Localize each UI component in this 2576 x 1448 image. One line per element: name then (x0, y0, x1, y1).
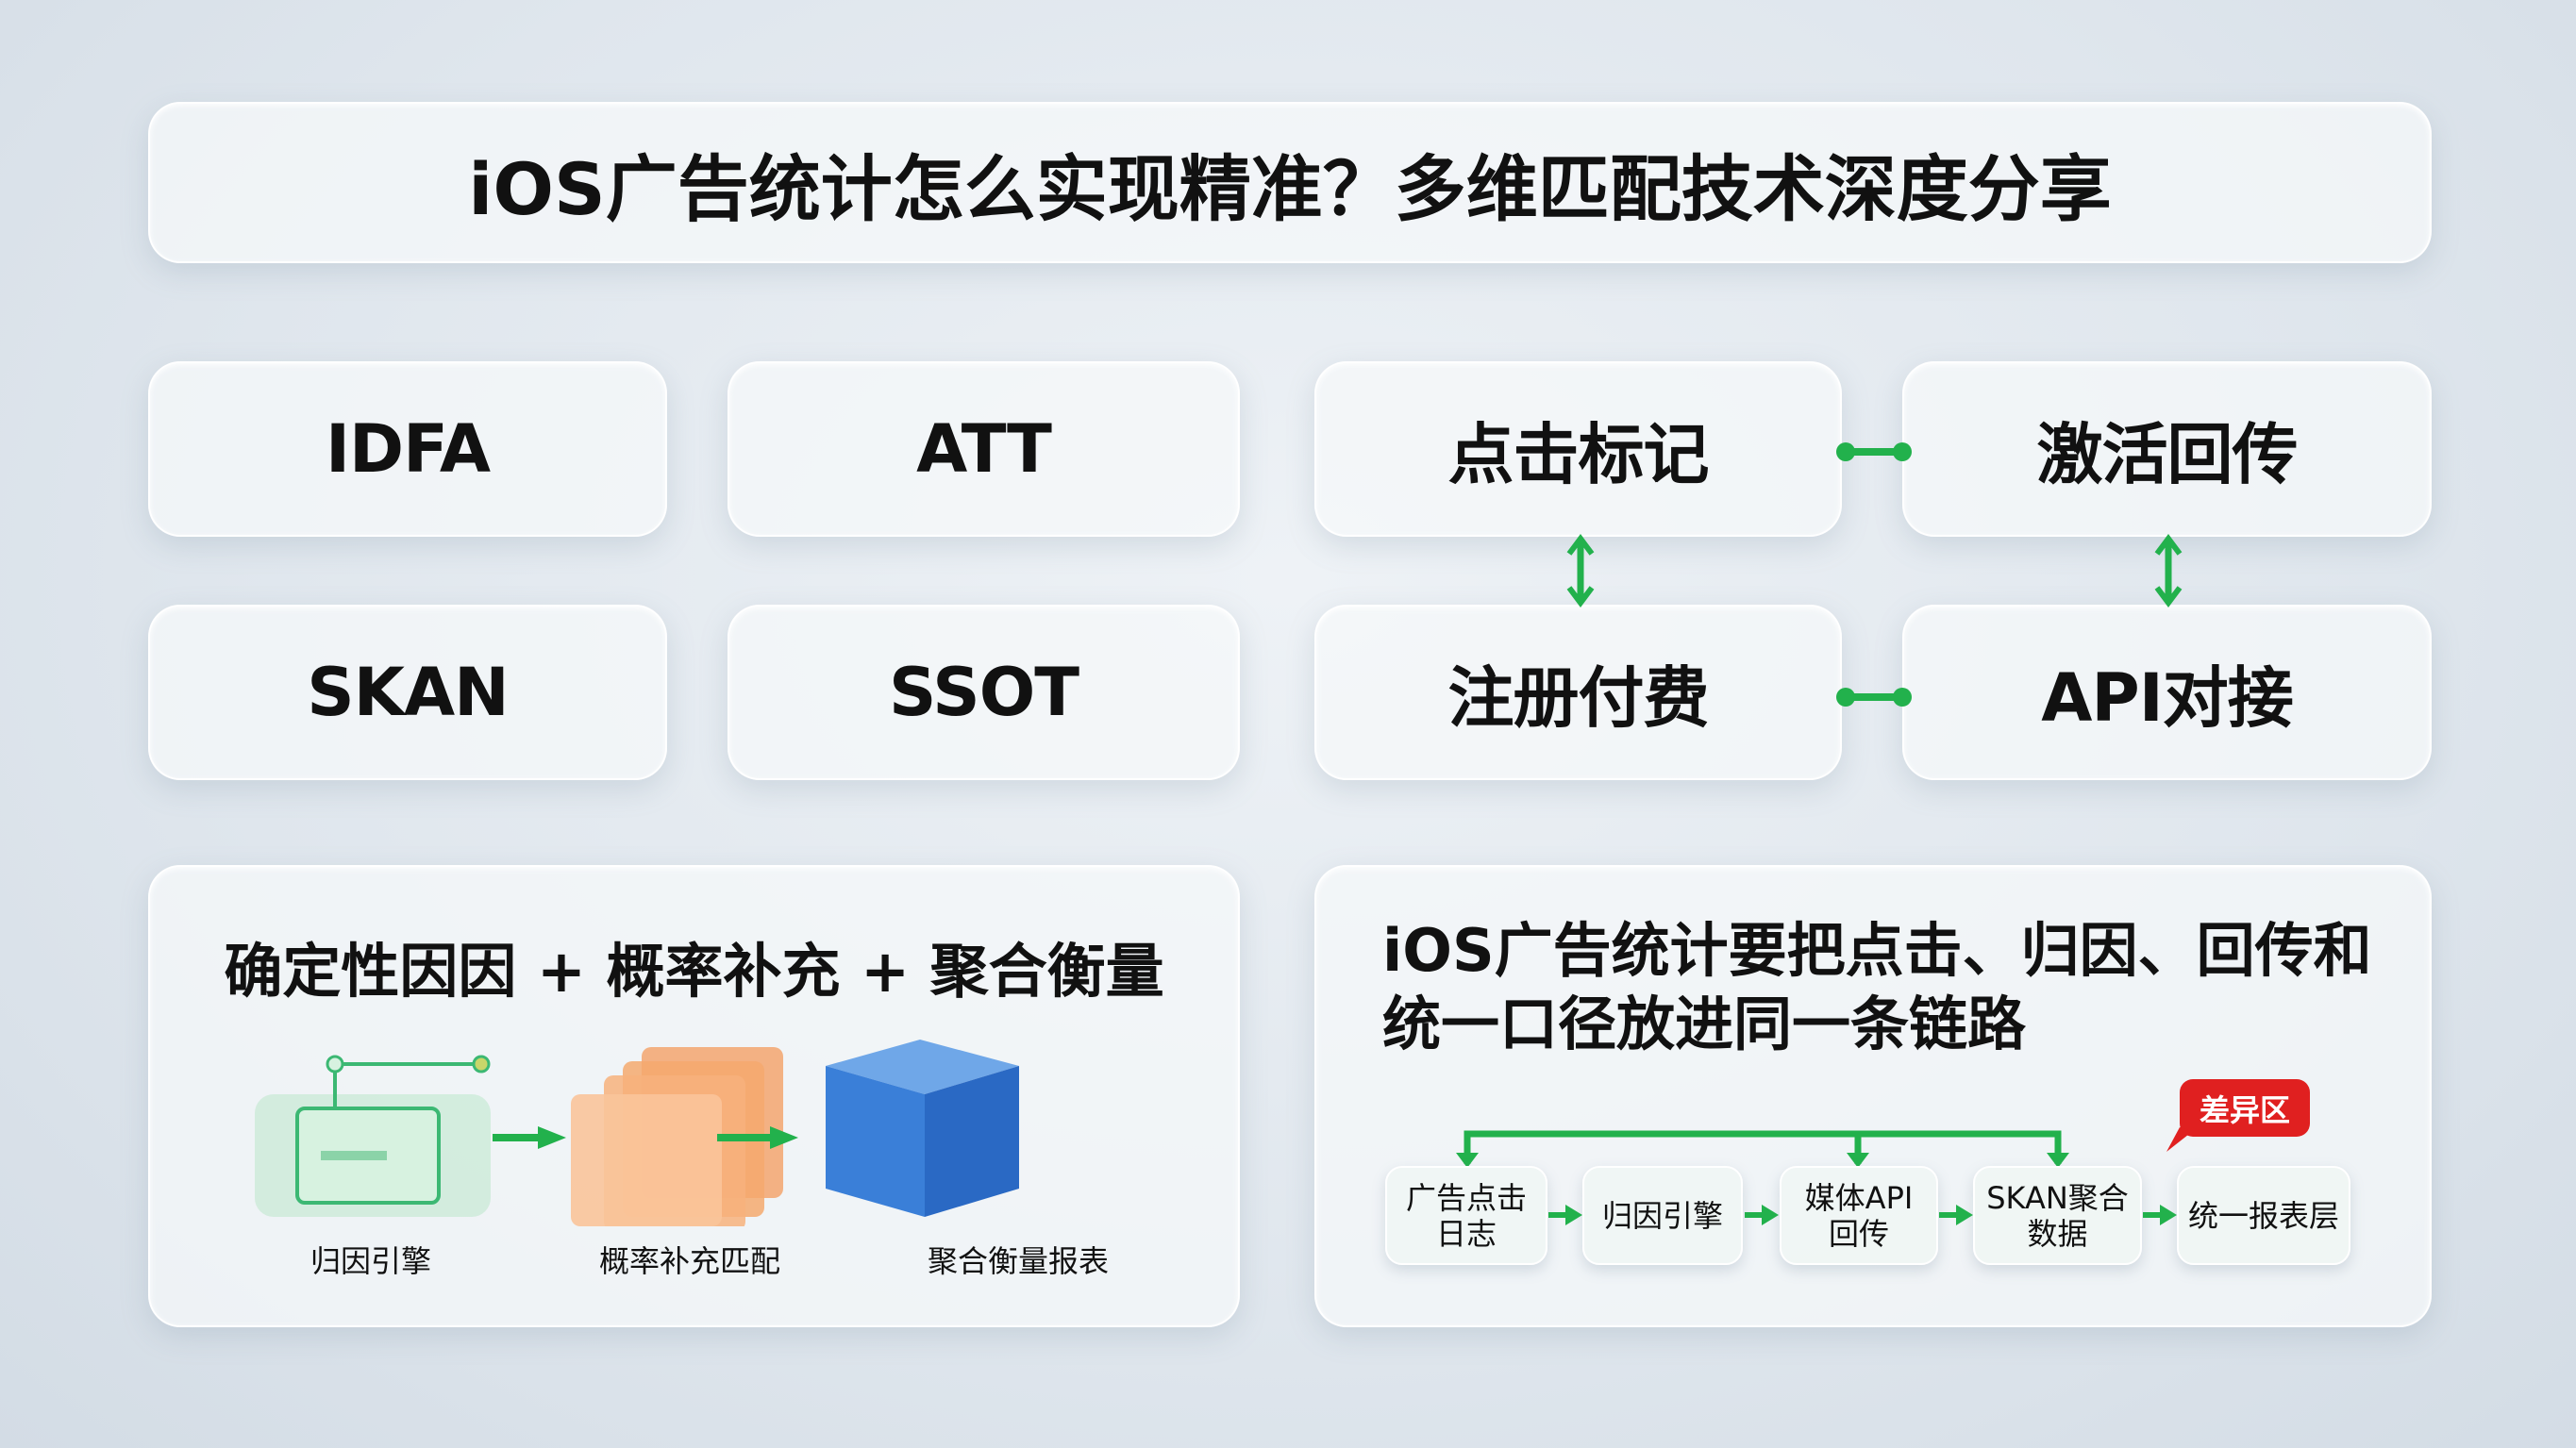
arrow-right-icon (2143, 1205, 2177, 1225)
feedback-bracket (1456, 1130, 2069, 1168)
flow-text: 归因引擎 (1601, 1197, 1723, 1234)
flow-step-click-log: 广告点击日志 (1385, 1166, 1547, 1265)
flow-step-skan: SKAN聚合数据 (1973, 1166, 2142, 1265)
arrow-right-icon (1939, 1205, 1973, 1225)
flow-text: SKAN聚合 (1986, 1179, 2129, 1216)
flow-text: 广告点击 (1405, 1179, 1527, 1216)
flow-step-unified-report: 统一报表层 (2177, 1166, 2350, 1265)
flow-text: 统一报表层 (2187, 1197, 2339, 1234)
node-register-pay: 注册付费 (1314, 605, 1842, 780)
node-label: API对接 (2041, 658, 2294, 737)
page-title: iOS广告统计怎么实现精准？多维匹配技术深度分享 (148, 102, 2432, 263)
label-aggregate-report: 聚合衡量报表 (927, 1243, 1109, 1279)
node-click-mark: 点击标记 (1314, 361, 1842, 537)
heading-line: iOS广告统计要把点击、归因、回传和 (1382, 916, 2372, 985)
node-api: API对接 (1902, 605, 2432, 780)
heading-line: 统一口径放进同一条链路 (1382, 990, 2027, 1058)
tag-label: ATT (916, 410, 1052, 488)
label-probability-match: 概率补充匹配 (598, 1243, 780, 1279)
flow-text: 回传 (1828, 1215, 1889, 1252)
tag-label: SSOT (889, 654, 1079, 731)
tag-skan: SKAN (148, 605, 667, 780)
probability-match-icon (571, 1047, 783, 1226)
flow-text: 数据 (2027, 1215, 2088, 1252)
left-panel-heading: 确定性因因 + 概率补充 + 聚合衡量 (224, 937, 1164, 1006)
node-label: 注册付费 (1447, 658, 1710, 737)
arrow-icon (493, 1126, 566, 1149)
label-attribution-engine: 归因引擎 (309, 1243, 431, 1279)
left-illustration (255, 1040, 1019, 1226)
node-label: 激活回传 (2036, 415, 2299, 493)
badge-tail (2166, 1127, 2193, 1152)
flow-text: 日志 (1435, 1215, 1497, 1252)
connector-v-left (1566, 534, 1595, 607)
node-label: 点击标记 (1447, 415, 1710, 493)
arrow-icon (717, 1126, 798, 1149)
flow-step-attribution: 归因引擎 (1582, 1166, 1743, 1265)
badge-text: 差异区 (2199, 1091, 2290, 1128)
connector-v-right (2154, 534, 2183, 607)
arrow-right-icon (1745, 1205, 1779, 1225)
tag-idfa: IDFA (148, 361, 667, 537)
tag-label: SKAN (307, 654, 509, 731)
node-activation-postback: 激活回传 (1902, 361, 2432, 537)
tag-ssot: SSOT (728, 605, 1240, 780)
attribution-engine-icon (255, 1055, 491, 1217)
tag-att: ATT (728, 361, 1240, 537)
flow-text: 媒体API (1804, 1179, 1914, 1216)
arrow-right-icon (1548, 1205, 1582, 1225)
difference-badge: 差异区 (2180, 1079, 2310, 1137)
cube-icon (826, 1040, 1019, 1217)
title-text: iOS广告统计怎么实现精准？多维匹配技术深度分享 (468, 146, 2112, 231)
tag-label: IDFA (325, 410, 491, 488)
right-panel-heading: iOS广告统计要把点击、归因、回传和 统一口径放进同一条链路 (1382, 914, 2372, 1061)
